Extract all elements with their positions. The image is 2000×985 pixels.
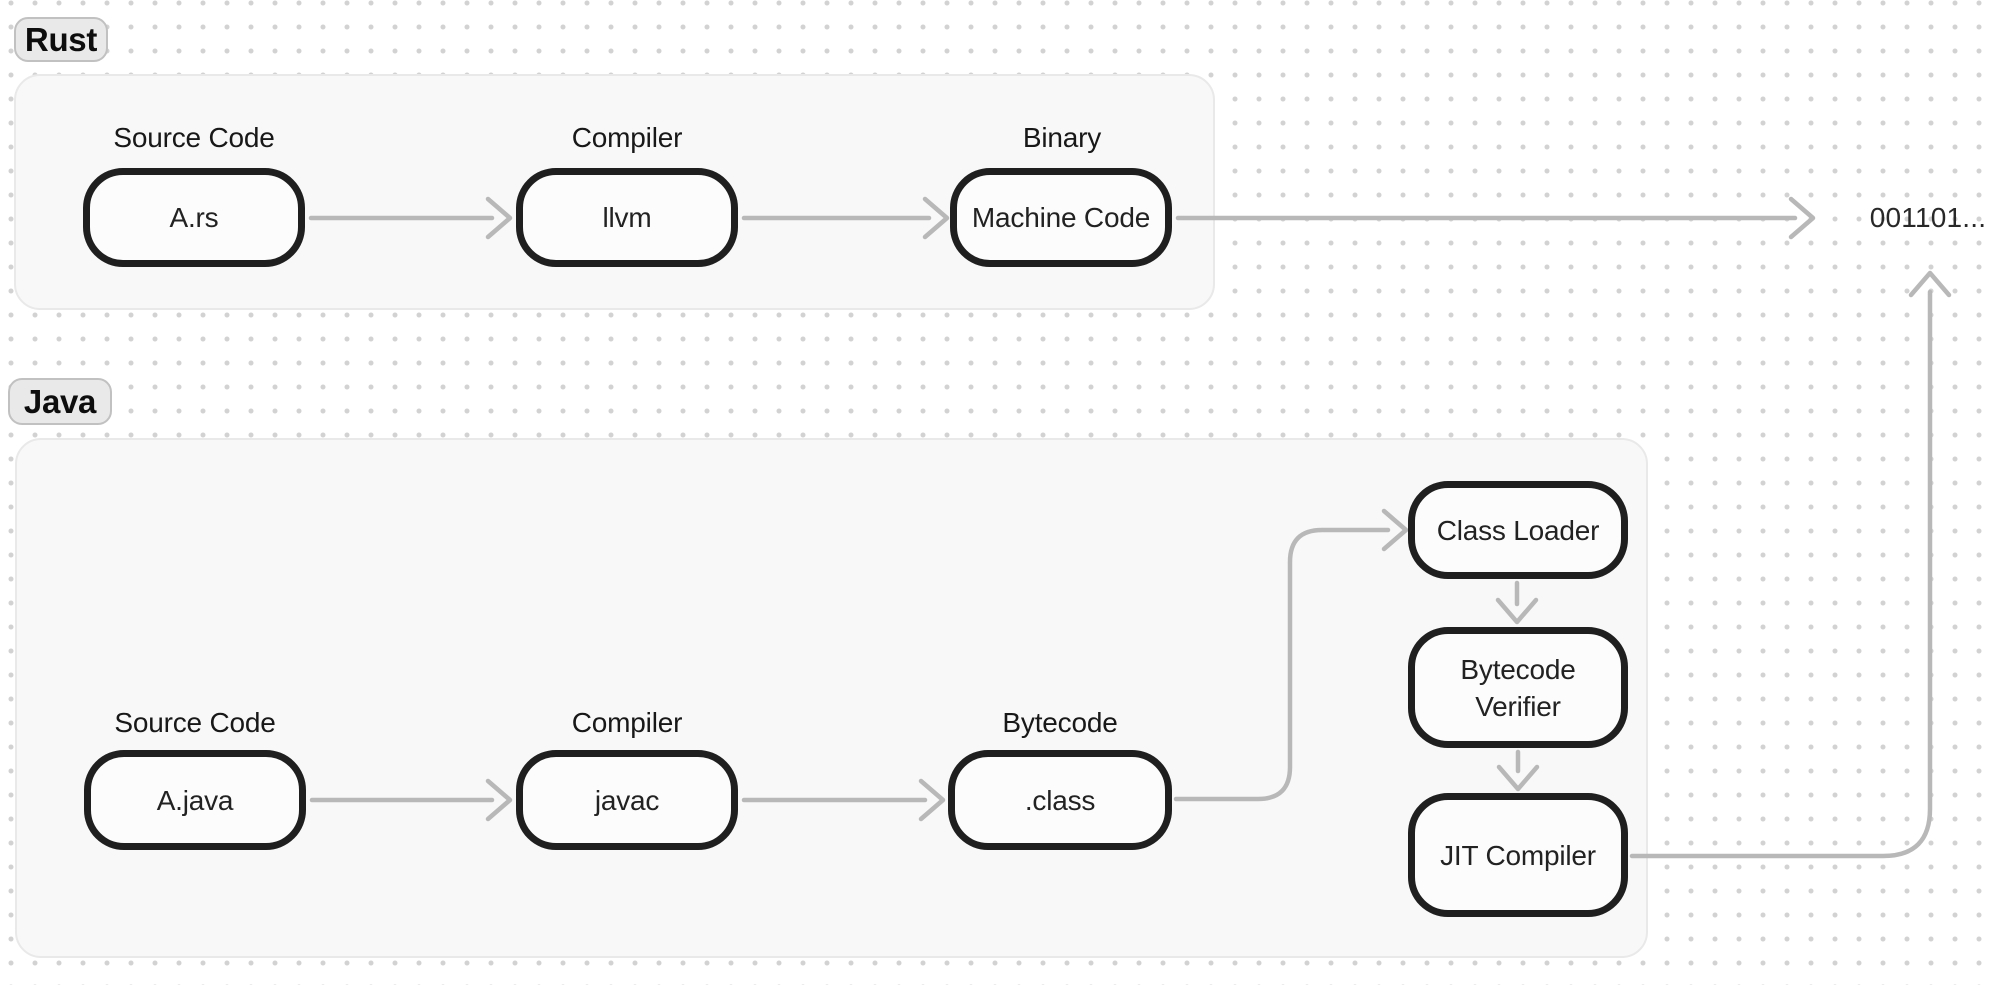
node-class-loader[interactable]: Class Loader [1408, 481, 1628, 579]
node-a-java[interactable]: A.java [84, 750, 306, 850]
arrow-classloader-to-verifier[interactable] [1495, 580, 1539, 625]
rust-badge-label: Rust [24, 20, 98, 58]
node-a-rs-label: A.rs [169, 202, 219, 233]
arrow-ars-to-llvm[interactable] [308, 196, 513, 240]
node-class-file[interactable]: .class [948, 750, 1172, 850]
java-badge-label: Java [23, 382, 97, 420]
node-bytecode-verifier-label: Bytecode Verifier [1460, 653, 1576, 722]
java-title-compiler[interactable]: Compiler [571, 707, 683, 738]
arrow-verifier-to-jit[interactable] [1496, 749, 1540, 792]
node-javac-label: javac [594, 784, 660, 816]
arrow-class-to-classloader[interactable] [1173, 508, 1409, 802]
node-machine-code-label: Machine Code [971, 202, 1151, 233]
java-title-bytecode[interactable]: Bytecode [1002, 707, 1118, 738]
rust-title-binary[interactable]: Binary [1022, 122, 1102, 153]
java-title-source-code[interactable]: Source Code [114, 707, 276, 738]
arrow-ajava-to-javac[interactable] [309, 778, 513, 822]
java-section-badge[interactable]: Java [8, 378, 112, 425]
node-machine-code[interactable]: Machine Code [950, 168, 1172, 267]
rust-title-source-code[interactable]: Source Code [113, 122, 275, 153]
arrow-jit-to-output[interactable] [1629, 270, 1952, 859]
node-llvm-label: llvm [602, 202, 652, 233]
node-class-file-label: .class [1024, 784, 1096, 816]
arrow-javac-to-class[interactable] [741, 778, 946, 822]
rust-section-badge[interactable]: Rust [14, 17, 108, 62]
node-bytecode-verifier[interactable]: Bytecode Verifier [1408, 627, 1628, 748]
node-class-loader-label: Class Loader [1436, 514, 1600, 546]
node-a-rs[interactable]: A.rs [83, 168, 305, 267]
java-group-frame[interactable] [15, 438, 1648, 958]
node-llvm[interactable]: llvm [516, 168, 738, 267]
rust-title-compiler[interactable]: Compiler [571, 122, 683, 153]
node-jit-compiler[interactable]: JIT Compiler [1408, 793, 1628, 917]
arrow-machinecode-to-output[interactable] [1175, 196, 1816, 240]
node-jit-compiler-label: JIT Compiler [1440, 839, 1596, 871]
node-a-java-label: A.java [156, 784, 234, 816]
arrow-llvm-to-machinecode[interactable] [741, 196, 950, 240]
binary-output-text[interactable]: 001101... [1869, 202, 1987, 233]
node-javac[interactable]: javac [516, 750, 738, 850]
